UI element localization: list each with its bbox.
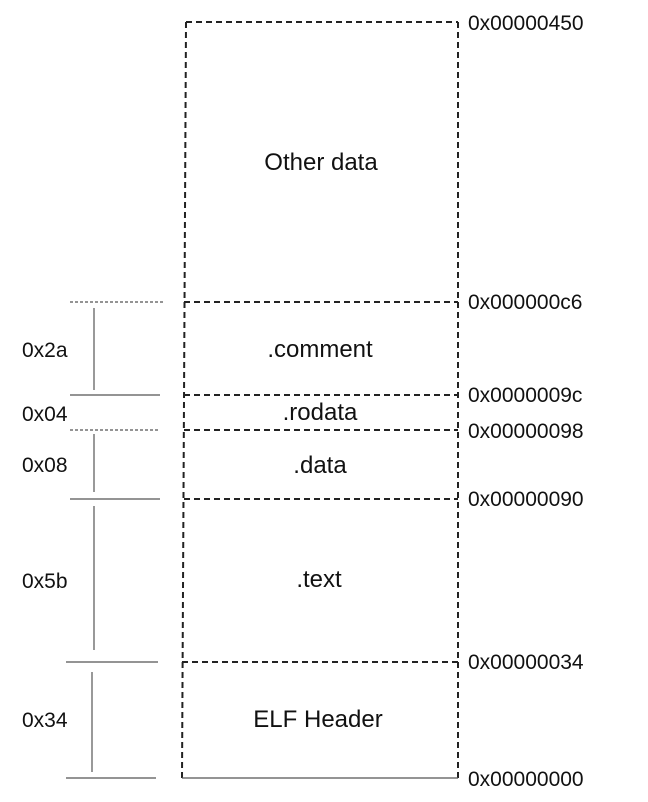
- size-data: 0x08: [22, 454, 68, 477]
- size-text: 0x5b: [22, 570, 68, 593]
- section-rodata: .rodata: [283, 399, 358, 426]
- address-header-end: 0x00000034: [468, 651, 584, 674]
- box-left-border: [181, 21, 187, 779]
- address-top: 0x00000450: [468, 12, 584, 35]
- section-text: .text: [296, 566, 342, 593]
- section-elf-header: ELF Header: [253, 706, 382, 733]
- section-other-data: Other data: [264, 149, 378, 176]
- address-rodata-start: 0x0000009c: [468, 384, 582, 407]
- address-text-start: 0x00000090: [468, 488, 584, 511]
- size-rodata: 0x04: [22, 403, 68, 426]
- size-comment: 0x2a: [22, 339, 68, 362]
- section-data: .data: [293, 452, 347, 479]
- address-data-start: 0x00000098: [468, 420, 584, 443]
- section-comment: .comment: [267, 336, 373, 363]
- size-header: 0x34: [22, 709, 68, 732]
- address-comment-start: 0x000000c6: [468, 291, 582, 314]
- address-bottom: 0x00000000: [468, 768, 584, 791]
